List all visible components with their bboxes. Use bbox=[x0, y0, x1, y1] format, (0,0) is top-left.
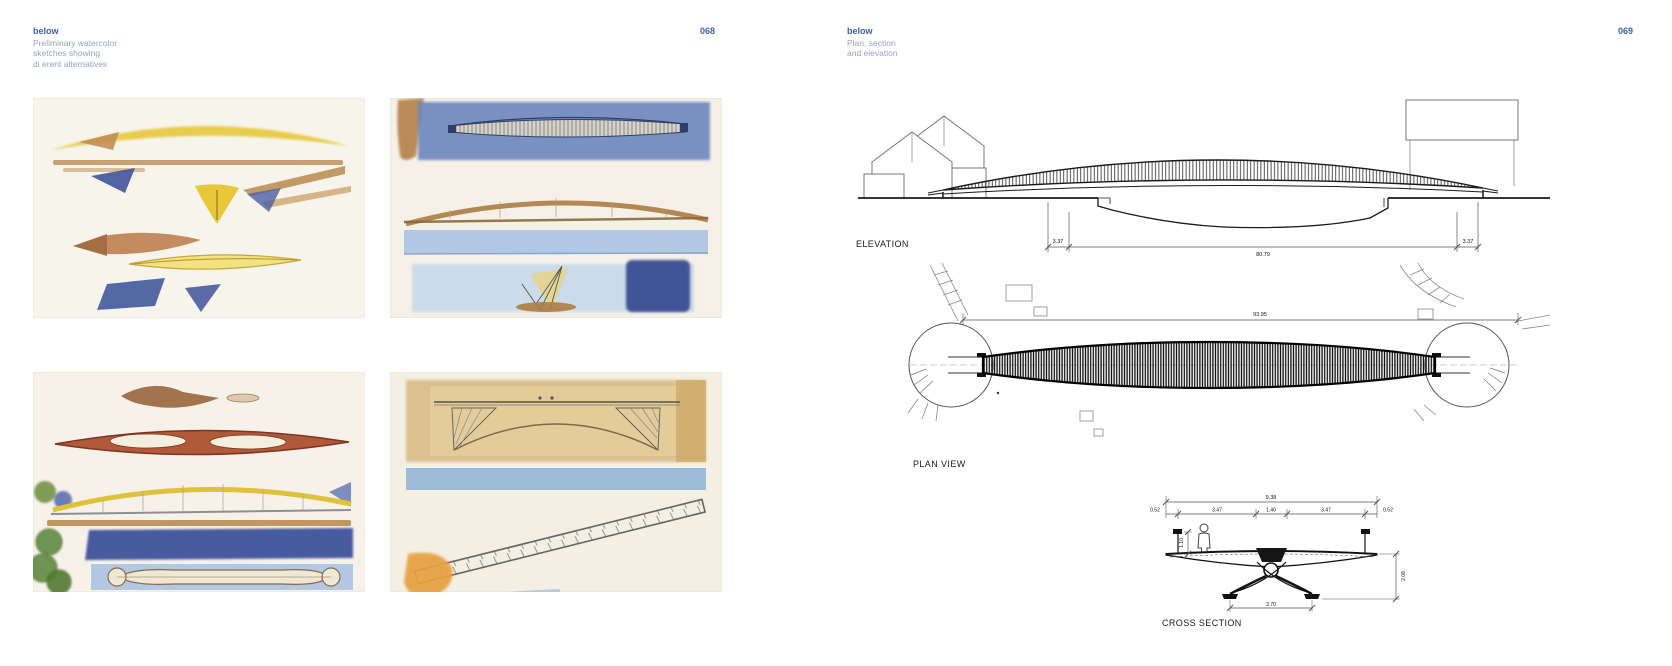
watercolor-sketch-panel-3 bbox=[33, 372, 365, 592]
right-caption-line: and elevation bbox=[847, 48, 898, 58]
watercolor-sketch-panel-4 bbox=[390, 372, 722, 592]
cs-dim-walkway-left: 3.47 bbox=[1212, 508, 1222, 514]
watercolor-sketch-panel-2 bbox=[390, 98, 722, 318]
watercolor-sketch-panel-1 bbox=[33, 98, 365, 318]
elevation-label: ELEVATION bbox=[856, 239, 909, 249]
elevation-dim-right: 3.37 bbox=[1463, 239, 1474, 245]
plan-dim-overall: 93.95 bbox=[1253, 312, 1267, 318]
cs-dim-railing: 1.10 bbox=[1179, 538, 1185, 548]
left-caption-line: di erent alternatives bbox=[33, 58, 108, 69]
left-caption: below Preliminary watercolor sketches sh… bbox=[33, 26, 183, 69]
cs-dim-edge-right: 0.52 bbox=[1383, 508, 1393, 514]
cs-dim-depth: 2.08 bbox=[1401, 571, 1407, 581]
cs-dim-edge-left: 0.52 bbox=[1150, 508, 1160, 514]
elevation-dim-span: 80.79 bbox=[1256, 252, 1270, 258]
right-caption: below Plan, section and elevation bbox=[847, 26, 987, 59]
plan-view-drawing: 93.95 bbox=[907, 263, 1550, 437]
right-caption-line: Plan, section bbox=[847, 37, 896, 48]
cross-section-drawing: 9.38 0.52 3.47 1.40 3.47 0.52 bbox=[1150, 495, 1407, 612]
left-page-number: 068 bbox=[700, 26, 716, 36]
left-caption-heading: below bbox=[33, 26, 59, 36]
right-caption-heading: below bbox=[847, 26, 873, 36]
cs-dim-base: 3.70 bbox=[1266, 602, 1276, 608]
elevation-drawing: 3.37 3.37 80.79 bbox=[858, 99, 1550, 258]
left-caption-line: sketches showing bbox=[33, 48, 101, 58]
cs-dim-overall: 9.38 bbox=[1266, 495, 1277, 501]
elevation-dim-left: 3.37 bbox=[1053, 239, 1064, 245]
cross-section-label: CROSS SECTION bbox=[1162, 618, 1242, 628]
plan-view-label: PLAN VIEW bbox=[913, 459, 966, 469]
cs-dim-walkway-right: 3.47 bbox=[1321, 508, 1331, 514]
left-caption-line: Preliminary watercolor bbox=[33, 37, 118, 48]
right-page-number: 069 bbox=[1618, 26, 1634, 36]
cs-dim-center: 1.40 bbox=[1266, 508, 1276, 514]
